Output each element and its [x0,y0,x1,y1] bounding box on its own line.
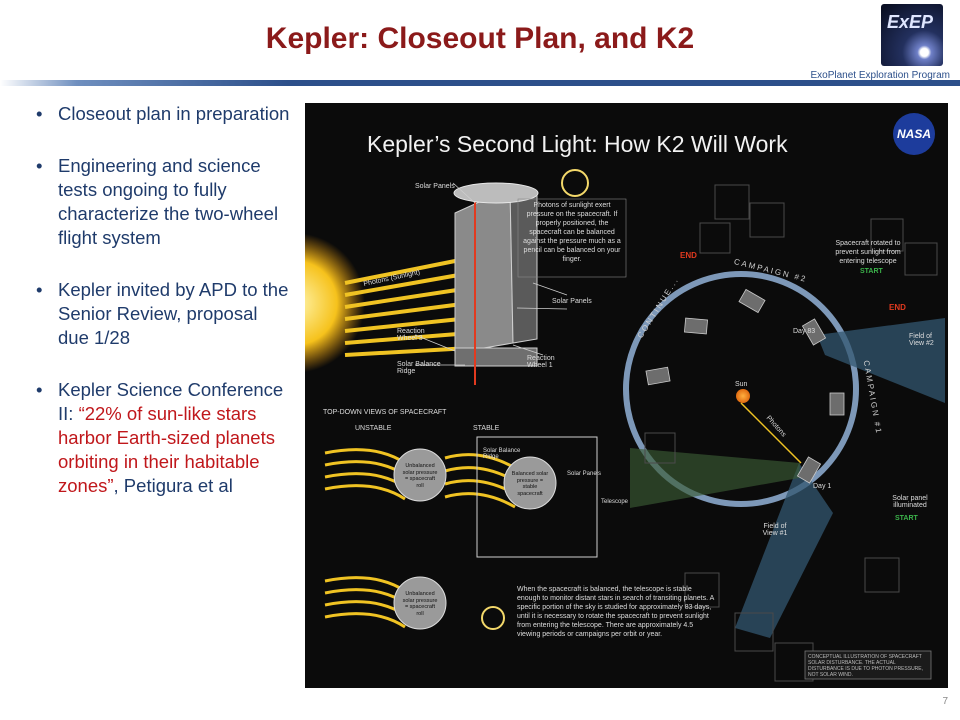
disclaimer: CONCEPTUAL ILLUSTRATION OF SPACECRAFT SO… [808,654,924,678]
label-day-83: Day 83 [793,328,816,335]
label-solar-panels-top: Solar Panels [415,183,455,190]
bullet-text: Closeout plan in preparation [58,103,290,124]
label-end-right: END [889,303,906,312]
sun-orb [736,389,750,403]
pressure-note: Photons of sunlight exert pressure on th… [523,202,621,263]
label-unbalanced-1: Unbalanced solar pressure = spacecraft r… [402,463,438,489]
k2-infographic: Kepler’s Second Light: How K2 Will Work … [305,103,948,688]
label-reaction-wheel-1: Reaction Wheel 1 [527,355,555,369]
label-start-bottom: START [895,515,918,522]
bullet-conference: Kepler Science Conference II: “22% of su… [34,378,292,498]
bullet-text: Kepler invited by APD to the Senior Revi… [58,279,289,348]
label-ridge: Solar Balance Ridge [483,448,521,460]
label-reaction-wheel-3: Reaction Wheel 3 [397,328,425,342]
figure-title: Kepler’s Second Light: How K2 Will Work [367,131,788,157]
unstable-body-1 [393,448,447,502]
label-solar-panels-mid: Solar Panels [552,298,592,305]
label-stable: STABLE [473,425,500,432]
nasa-logo: NASA [893,113,935,155]
label-rotated: Spacecraft rotated to prevent sunlight f… [835,240,901,265]
fov-beam-2 [817,318,945,403]
label-balanced: Balanced solar pressure = stable spacecr… [511,471,549,497]
bullet-prefix: Kepler Science Conference II: [58,379,284,424]
title-rule [0,80,960,86]
logo-text: ExEP [887,12,934,32]
label-sun: Sun [735,381,748,388]
infographic-art [305,169,945,682]
label-unstable: UNSTABLE [355,425,392,432]
bullet-text: Engineering and science tests ongoing to… [58,155,279,248]
label-panel-illuminated: Solar panel illuminated [892,495,928,509]
label-day-1: Day 1 [813,483,832,490]
bullet-suffix: , Petigura et al [113,475,233,496]
unstable-body-2 [393,576,447,630]
bulb-icon [561,169,589,197]
label-fov-1: Field of View #1 [762,523,788,537]
label-topdown: TOP-DOWN VIEWS OF SPACECRAFT [323,409,447,416]
photon-rays [344,256,471,357]
bullet-list: Closeout plan in preparation Engineering… [34,102,292,526]
spacecraft-drawing [453,182,539,385]
label-start-top: START [860,268,883,275]
exep-logo: ExEP [881,4,943,66]
bottom-note: When the spacecraft is balanced, the tel… [517,586,714,638]
orbit-ring [623,271,859,507]
bullet-senior-review: Kepler invited by APD to the Senior Revi… [34,278,292,350]
bulb-icon-bottom [481,606,505,630]
fov-beam-1 [735,463,833,638]
label-end-top: END [680,251,697,260]
label-unbalanced-2: Unbalanced solar pressure = spacecraft r… [402,591,438,617]
orbit-spacecraft [645,288,845,484]
bullet-quote: “22% of sun-like stars harbor Earth-size… [58,403,275,496]
slide-title: Kepler: Closeout Plan, and K2 [265,22,695,55]
page-number: 7 [942,696,948,707]
sun-glow [305,233,365,373]
bullet-closeout: Closeout plan in preparation [34,102,292,126]
stable-body [503,456,557,510]
label-fov-2: Field of View #2 [909,333,934,347]
bullet-engineering: Engineering and science tests ongoing to… [34,154,292,250]
program-name: ExoPlanet Exploration Program [810,70,950,81]
label-telescope: Telescope [601,499,629,505]
label-panels: Solar Panels [567,471,602,477]
label-solar-balance-ridge: Solar Balance Ridge [397,361,441,375]
